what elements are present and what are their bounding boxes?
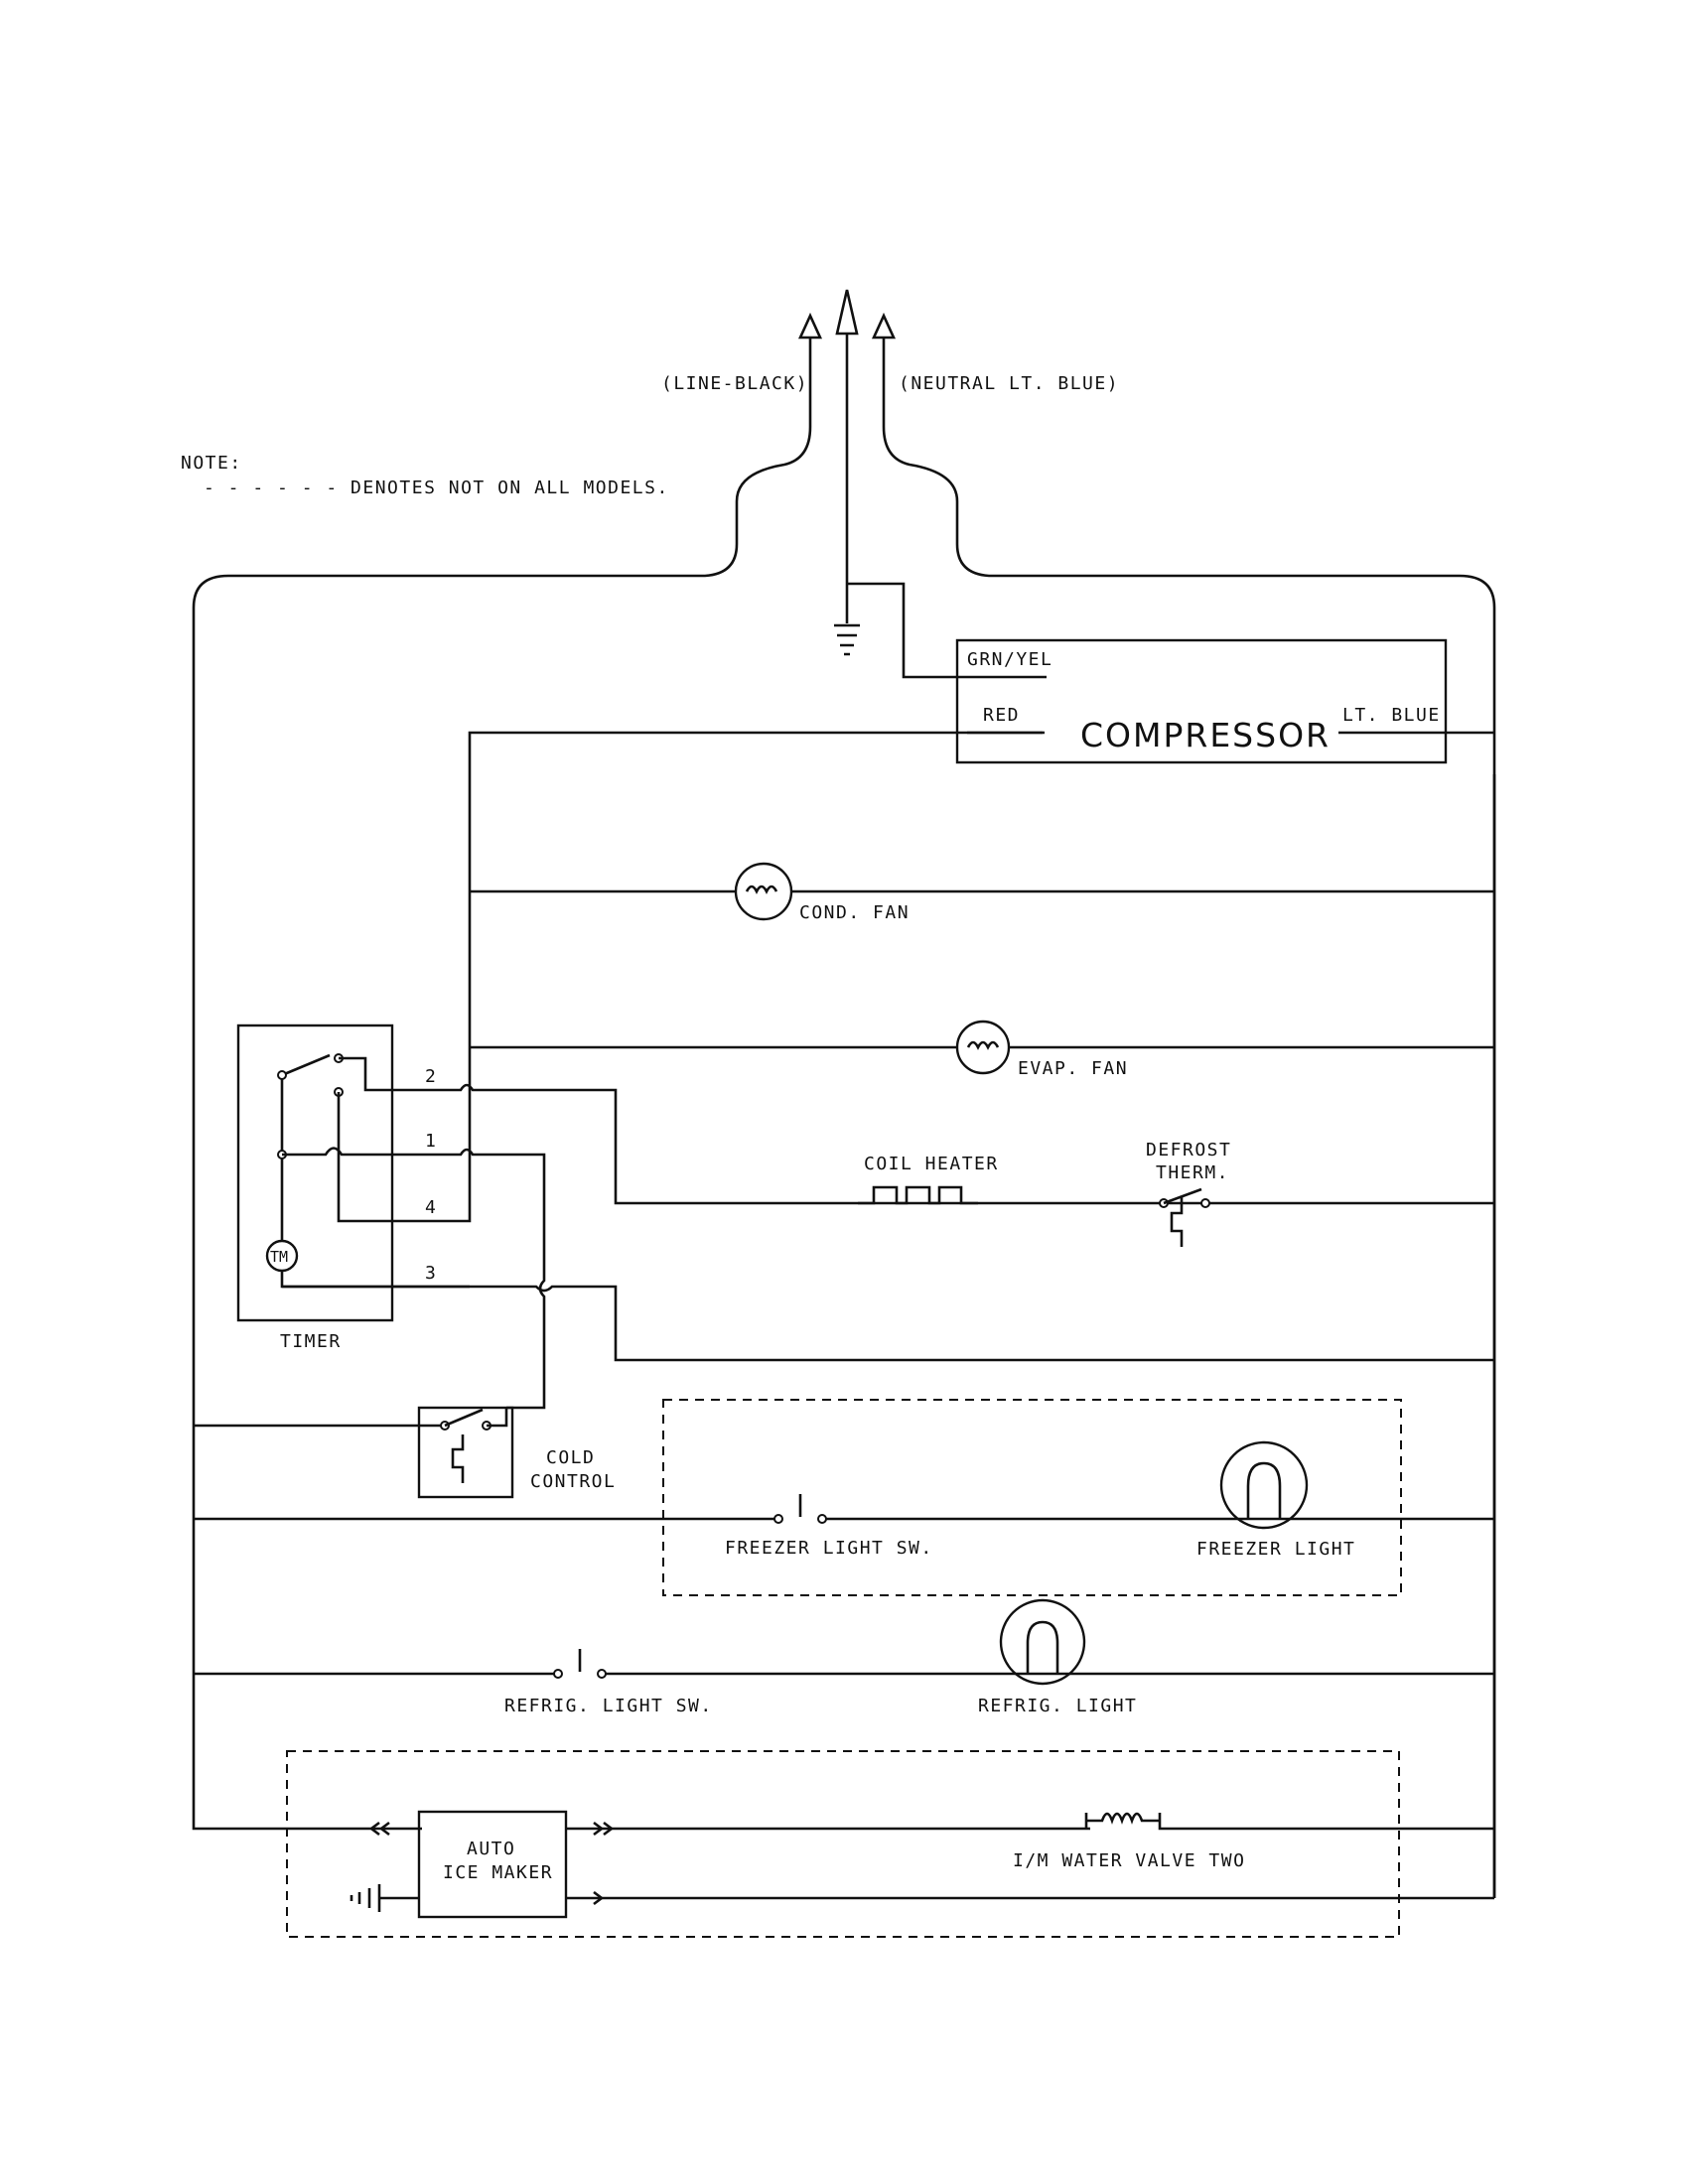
timer-terminal-3: 3 — [425, 1263, 437, 1284]
line-wire — [192, 338, 812, 1831]
refrig-light-switch-icon — [553, 1649, 607, 1679]
water-valve-label: I/M WATER VALVE TWO — [1013, 1850, 1245, 1871]
neutral-wire — [882, 338, 1496, 1898]
defrost-therm-label-1: DEFROST — [1146, 1140, 1231, 1160]
note-text: - - - - - - DENOTES NOT ON ALL MODELS. — [204, 478, 669, 498]
note-title: NOTE: — [181, 453, 242, 474]
evap-fan-label: EVAP. FAN — [1018, 1058, 1128, 1079]
ice-maker-box — [417, 1810, 568, 1919]
freezer-light-label: FREEZER LIGHT — [1196, 1539, 1355, 1560]
defrost-therm-label-2: THERM. — [1156, 1162, 1229, 1183]
water-valve-icon — [1084, 1812, 1494, 1831]
cold-control-label-2: CONTROL — [530, 1471, 616, 1492]
compressor-title: COMPRESSOR — [1080, 716, 1331, 754]
ice-maker-label-2: ICE MAKER — [443, 1862, 553, 1883]
timer-label: TIMER — [280, 1331, 342, 1352]
freezer-light-icon — [1219, 1440, 1309, 1530]
freezer-light-sw-label: FREEZER LIGHT SW. — [725, 1538, 933, 1559]
cold-control-label-1: COLD — [546, 1447, 595, 1468]
timer-motor-label: TM — [270, 1248, 288, 1266]
timer-terminal-4: 4 — [425, 1197, 437, 1218]
timer-terminal-2: 2 — [425, 1066, 437, 1087]
line-black-label: (LINE-BLACK) — [661, 373, 808, 394]
neutral-label: (NEUTRAL LT. BLUE) — [899, 373, 1119, 394]
compressor-ground-wire — [847, 582, 1047, 679]
cold-control-box — [417, 1406, 514, 1499]
compressor-ground-lead: GRN/YEL — [967, 649, 1052, 670]
compressor-feed-wire — [468, 731, 1045, 1047]
refrig-light-icon — [999, 1598, 1086, 1686]
cond-fan-icon — [734, 862, 793, 921]
ice-maker-ground-icon — [350, 1884, 419, 1912]
cond-fan-label: COND. FAN — [799, 902, 910, 923]
timer-terminal-1: 1 — [425, 1131, 437, 1152]
freezer-light-switch-icon — [773, 1494, 827, 1524]
timer-box — [236, 1024, 394, 1322]
refrig-light-sw-label: REFRIG. LIGHT SW. — [504, 1696, 713, 1716]
supply-arrows — [797, 289, 897, 340]
compressor-box — [955, 638, 1448, 764]
ground-icon — [834, 623, 860, 656]
coil-heater-label: COIL HEATER — [864, 1154, 999, 1174]
compressor-blue-lead: LT. BLUE — [1342, 705, 1441, 726]
ice-maker-label-1: AUTO — [467, 1839, 515, 1859]
ice-maker-option-box — [286, 1750, 1400, 1938]
refrig-light-label: REFRIG. LIGHT — [978, 1696, 1137, 1716]
freezer-light-option-box — [662, 1399, 1402, 1596]
evap-fan-icon — [955, 1020, 1011, 1075]
coil-heater-icon — [858, 1185, 978, 1205]
defrost-therm-icon — [1159, 1187, 1210, 1247]
compressor-red-lead: RED — [983, 705, 1020, 726]
